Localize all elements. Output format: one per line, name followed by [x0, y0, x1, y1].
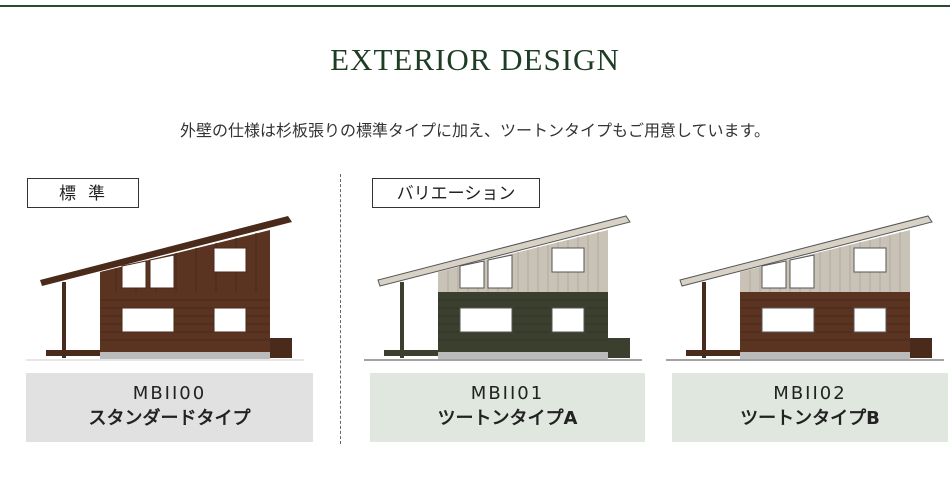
- design-type: ツートンタイプA: [437, 408, 578, 429]
- design-card-mbii02[interactable]: MBII02 ツートンタイプB: [672, 373, 948, 442]
- design-card-mbii00[interactable]: MBII00 スタンダードタイプ: [26, 373, 313, 442]
- section-description: 外壁の仕様は杉板張りの標準タイプに加え、ツートンタイプもご用意しています。: [180, 121, 770, 140]
- design-model: MBII02: [773, 383, 847, 404]
- design-card-mbii01[interactable]: MBII01 ツートンタイプA: [370, 373, 645, 442]
- tag-variation: バリエーション: [372, 178, 540, 208]
- house-illustration-mbii02: [666, 215, 944, 361]
- section-title: EXTERIOR DESIGN: [330, 42, 620, 77]
- top-rule: [0, 5, 950, 7]
- design-type: スタンダードタイプ: [88, 408, 251, 429]
- design-model: MBII01: [470, 383, 545, 404]
- design-model: MBII00: [132, 383, 207, 404]
- design-type: ツートンタイプB: [740, 408, 880, 429]
- column-divider: [340, 174, 341, 444]
- house-illustration-mbii00: [26, 216, 304, 361]
- house-illustration-mbii01: [364, 215, 642, 361]
- tag-standard: 標準: [27, 178, 139, 208]
